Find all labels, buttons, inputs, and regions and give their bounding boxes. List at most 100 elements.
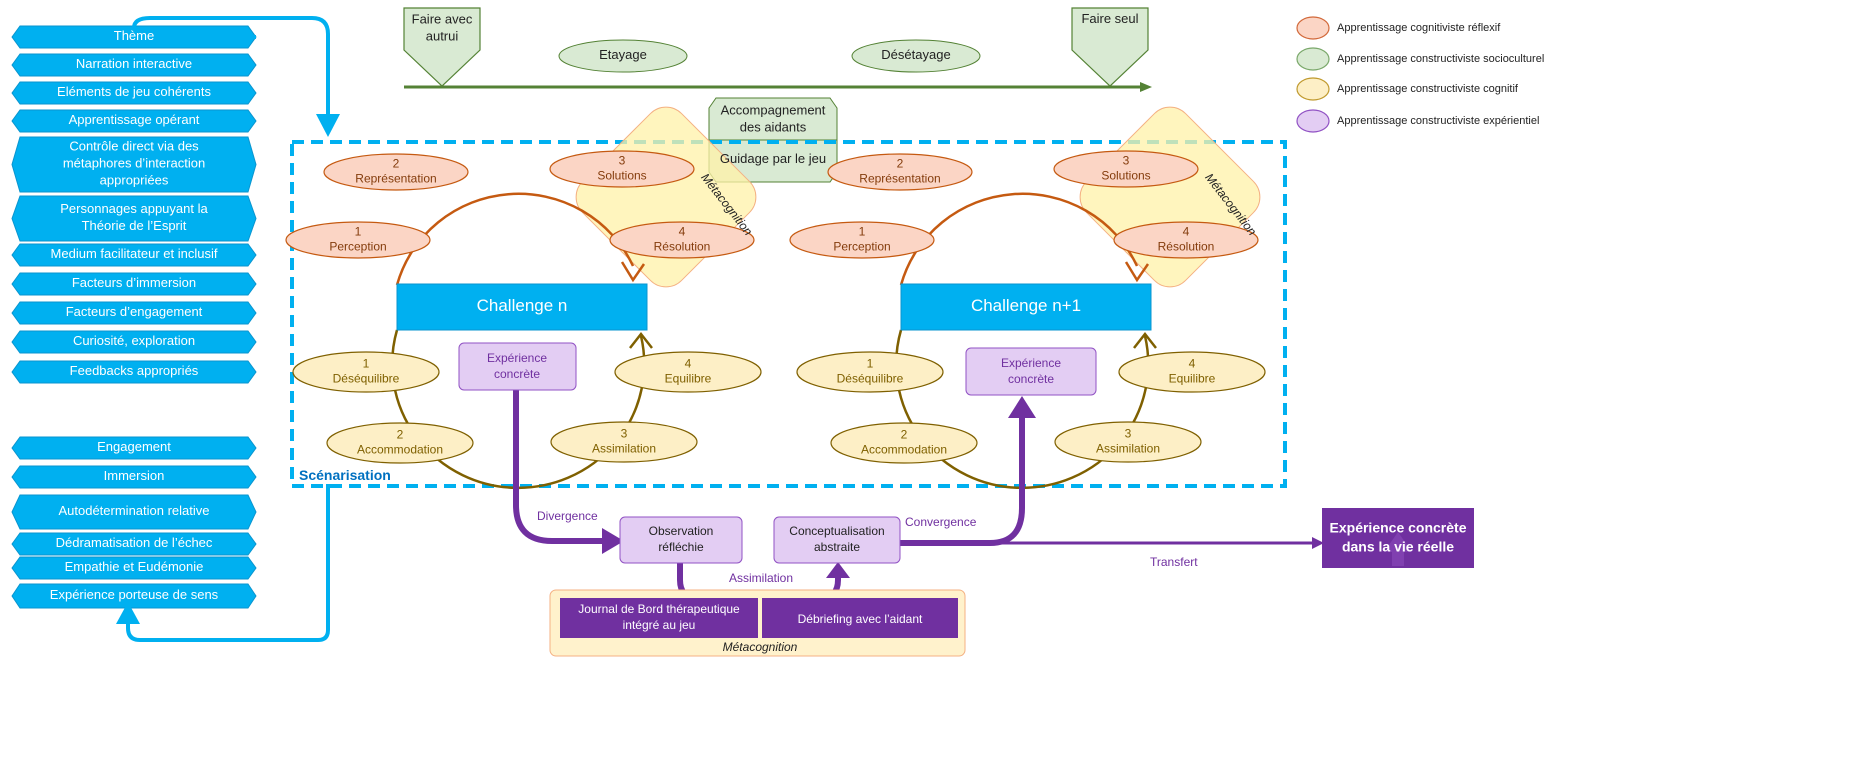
label-line: Solutions [1101, 169, 1150, 183]
label-line: 2 [901, 428, 908, 442]
left-hex-item [11, 81, 257, 105]
label-line: Représentation [859, 172, 940, 186]
desetayage-label: Désétayage [881, 47, 950, 62]
constructivist-step-oval [326, 422, 474, 464]
left-hex-item [11, 330, 257, 354]
label-line: Assimilation [592, 442, 656, 456]
label-line: appropriées [100, 173, 169, 188]
left-hex-item [11, 109, 257, 133]
constructivist-step-oval [830, 422, 978, 464]
top-connector [132, 16, 330, 120]
left-hex-label: Thème [114, 28, 154, 43]
left-hex-label: Apprentissage opérant [69, 112, 200, 127]
left-hex-item [11, 494, 257, 530]
left-hex-item [11, 583, 257, 609]
legend-label: Apprentissage constructiviste cognitif [1337, 83, 1519, 95]
legend-swatch [1296, 47, 1330, 71]
debriefing-box [762, 598, 958, 638]
label-line: Narration interactive [76, 56, 192, 71]
label-line: 3 [1123, 154, 1130, 168]
label-line: Convergence [905, 515, 977, 529]
label-line: des aidants [740, 120, 807, 135]
label-line: Transfert [1150, 555, 1198, 569]
label-line: Faire seul [1081, 11, 1138, 26]
legend-swatch [1296, 77, 1330, 101]
label-line: intégré au jeu [623, 618, 696, 632]
label-line: Faire avec [412, 12, 473, 27]
left-hex-item [11, 243, 257, 267]
top-connector-arrow-icon [316, 114, 340, 137]
left-hex-label: Dédramatisation de l’échec [56, 535, 213, 550]
etayage-oval [558, 39, 688, 73]
cognitive-step-oval [323, 153, 469, 191]
label-line: Solutions [597, 169, 646, 183]
metacognition-shape [1079, 106, 1261, 288]
label-line: dans la vie réelle [1342, 538, 1454, 554]
left-hex-item [11, 195, 257, 242]
left-hex-label: Engagement [97, 439, 171, 454]
label-line: 1 [355, 225, 362, 239]
assimilation-arrow-icon [826, 562, 850, 578]
label-line: Etayage [599, 47, 647, 62]
label-line: Apprentissage cognitiviste réflexif [1337, 22, 1501, 34]
label-line: Autodétermination relative [58, 503, 209, 518]
conceptualisation-box [773, 516, 901, 564]
cognitive-arrow-icon [620, 261, 646, 283]
challenge-title: Challenge n+1 [971, 296, 1081, 315]
legend-label: Apprentissage constructiviste expérienti… [1337, 115, 1539, 127]
label-line: Conceptualisation [789, 524, 884, 538]
left-hex-item [11, 556, 257, 580]
guidage-label: Guidage par le jeu [720, 151, 826, 166]
label-line: 3 [621, 427, 628, 441]
label-line: Expérience concrète [1330, 519, 1467, 535]
left-hex-item [11, 272, 257, 296]
label-line: Déséquilibre [837, 372, 904, 386]
timeline-end-label: Faire seul [1081, 11, 1138, 26]
label-line: Curiosité, exploration [73, 333, 195, 348]
observation-box [619, 516, 743, 564]
label-line: Personnages appuyant la [60, 201, 208, 216]
label-line: Challenge n+1 [971, 296, 1081, 315]
label-line: Medium facilitateur et inclusif [51, 246, 218, 261]
left-hex-label: Autodétermination relative [58, 503, 209, 518]
left-hex-label: Facteurs d’engagement [66, 304, 203, 319]
label-line: Empathie et Eudémonie [65, 559, 204, 574]
label-line: métaphores d’interaction [63, 156, 205, 171]
label-line: Assimilation [729, 571, 793, 585]
label-line: concrète [494, 367, 540, 381]
constructivist-step-oval [1118, 351, 1266, 393]
label-line: Expérience [1001, 356, 1061, 370]
real-life-up-arrow-icon [1384, 532, 1412, 566]
constructivist-arrow-icon [1133, 331, 1157, 349]
divergence-flow [513, 390, 610, 544]
bottom-connector-arrow-icon [116, 602, 140, 624]
bottom-connector [126, 484, 330, 642]
left-hex-item [11, 436, 257, 460]
challenge-title: Challenge n [477, 296, 568, 315]
label-line: Feedbacks appropriés [70, 363, 199, 378]
label-line: Résolution [654, 240, 711, 254]
label-line: Guidage par le jeu [720, 151, 826, 166]
label-line: 1 [859, 225, 866, 239]
label-line: 2 [393, 157, 400, 171]
label-line: Accompagnement [721, 103, 826, 118]
transfert-label: Transfert [1150, 555, 1198, 569]
timeline-end-marker [1071, 7, 1149, 87]
left-hex-item [11, 465, 257, 489]
legend-swatch [1296, 109, 1330, 133]
label-line: Facteurs d’engagement [66, 304, 203, 319]
label-line: 1 [867, 357, 874, 371]
